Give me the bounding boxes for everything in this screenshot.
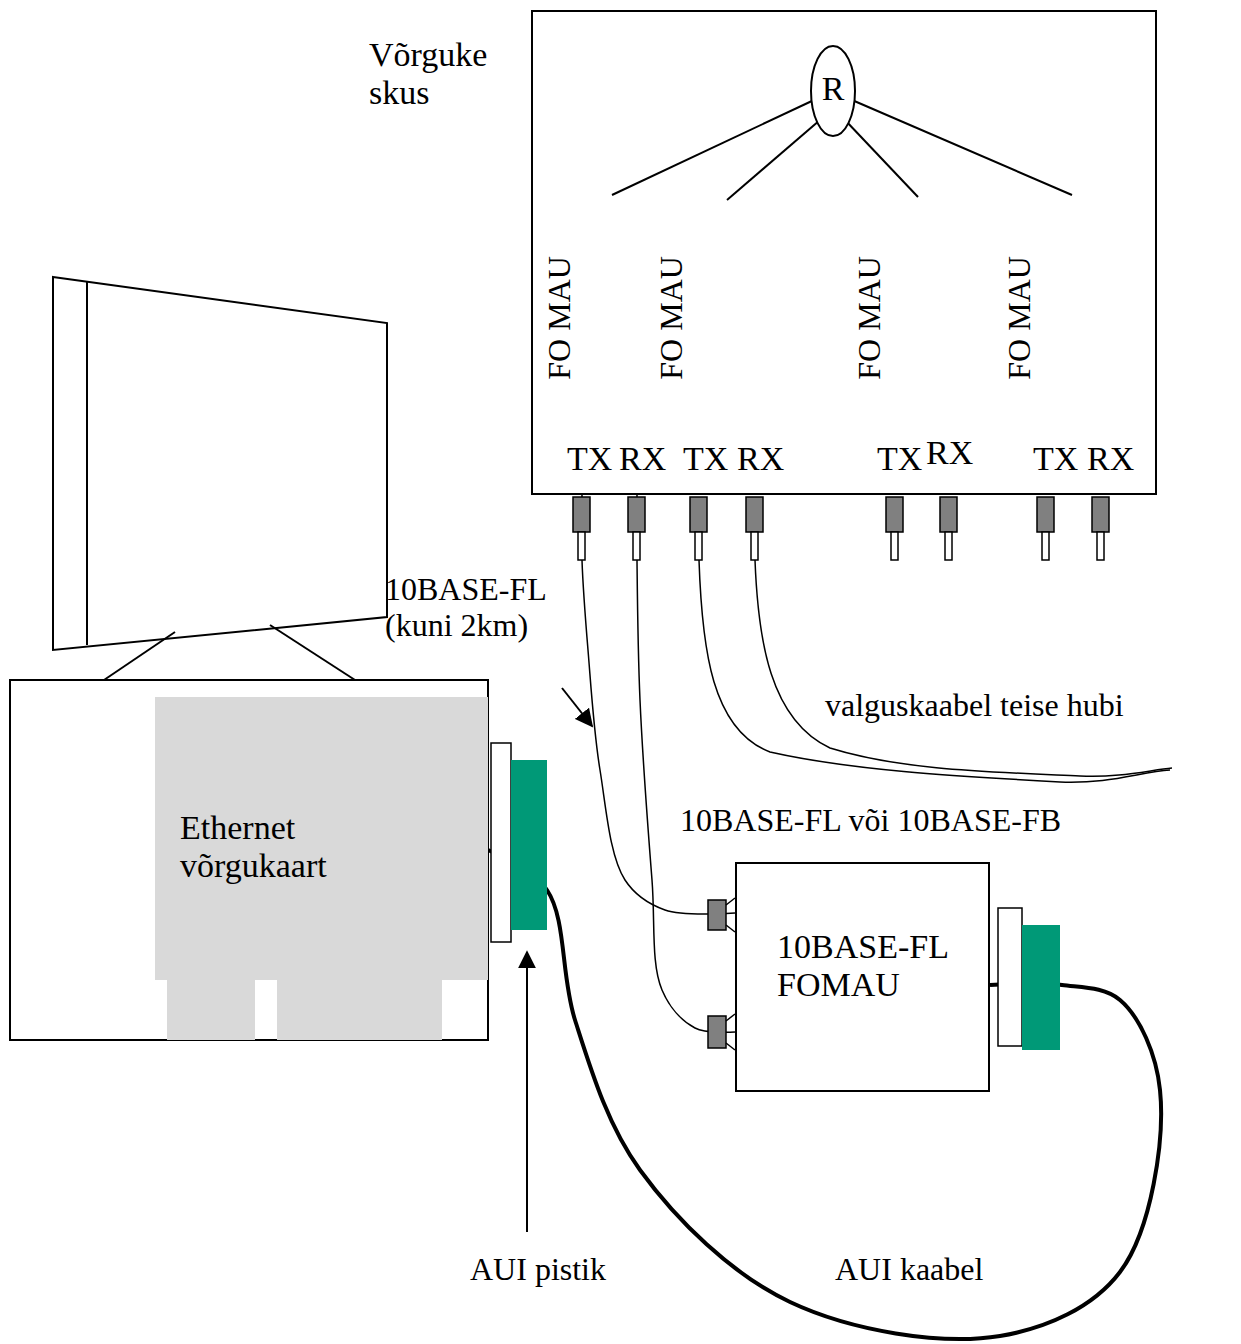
repeater-ellipse: R [810, 45, 856, 137]
signal-name: RX [619, 440, 666, 478]
node-text: 10BASE-FL FOMAU [777, 928, 987, 1004]
network-card: Ethernet võrgukaart [155, 697, 488, 980]
fibre-port [708, 898, 735, 1050]
card-tab [277, 980, 442, 1040]
aui-connector [1022, 925, 1060, 1050]
node-text: Ethernet võrgukaart [180, 809, 390, 885]
aui-connector [491, 743, 511, 942]
port-name: FO MAU [542, 243, 578, 393]
fomau-box: 10BASE-FL FOMAU [735, 862, 990, 1092]
fibre-link [637, 495, 735, 1032]
aui-connector [998, 908, 1022, 1046]
note-label: AUI pistik [470, 1252, 670, 1288]
node-text: R [810, 70, 856, 108]
node-text: Võrguke skus [369, 36, 521, 112]
leader-arrow [526, 952, 528, 1232]
card-tab [167, 980, 255, 1040]
signal-name: RX [737, 440, 784, 478]
signal-name: RX [926, 434, 973, 472]
signal-name: TX [1033, 440, 1078, 478]
signal-name: TX [567, 440, 612, 478]
note-label: 10BASE-FL (kuni 2km) [385, 572, 561, 644]
aui-connector [511, 760, 547, 930]
monitor-edge [86, 282, 88, 645]
monitor-stand [270, 625, 355, 680]
monitor-stand [104, 632, 175, 680]
signal-name: TX [683, 440, 728, 478]
computer-case [10, 680, 488, 1040]
monitor [53, 277, 387, 650]
port-name: FO MAU [1002, 243, 1038, 393]
fibre-cable [755, 560, 1172, 776]
port-name: FO MAU [852, 243, 888, 393]
fibre-port [573, 497, 1109, 560]
leader-arrow [562, 688, 592, 726]
signal-name: RX [1087, 440, 1134, 478]
hub-box: Võrguke skusR [531, 10, 1157, 495]
signal-name: TX [877, 440, 922, 478]
note-label: valguskaabel teise hubi [825, 688, 1185, 724]
fibre-link [582, 495, 735, 914]
note-label: 10BASE-FL või 10BASE-FB [680, 803, 1100, 839]
port-name: FO MAU [654, 243, 690, 393]
note-label: AUI kaabel [835, 1252, 1035, 1288]
